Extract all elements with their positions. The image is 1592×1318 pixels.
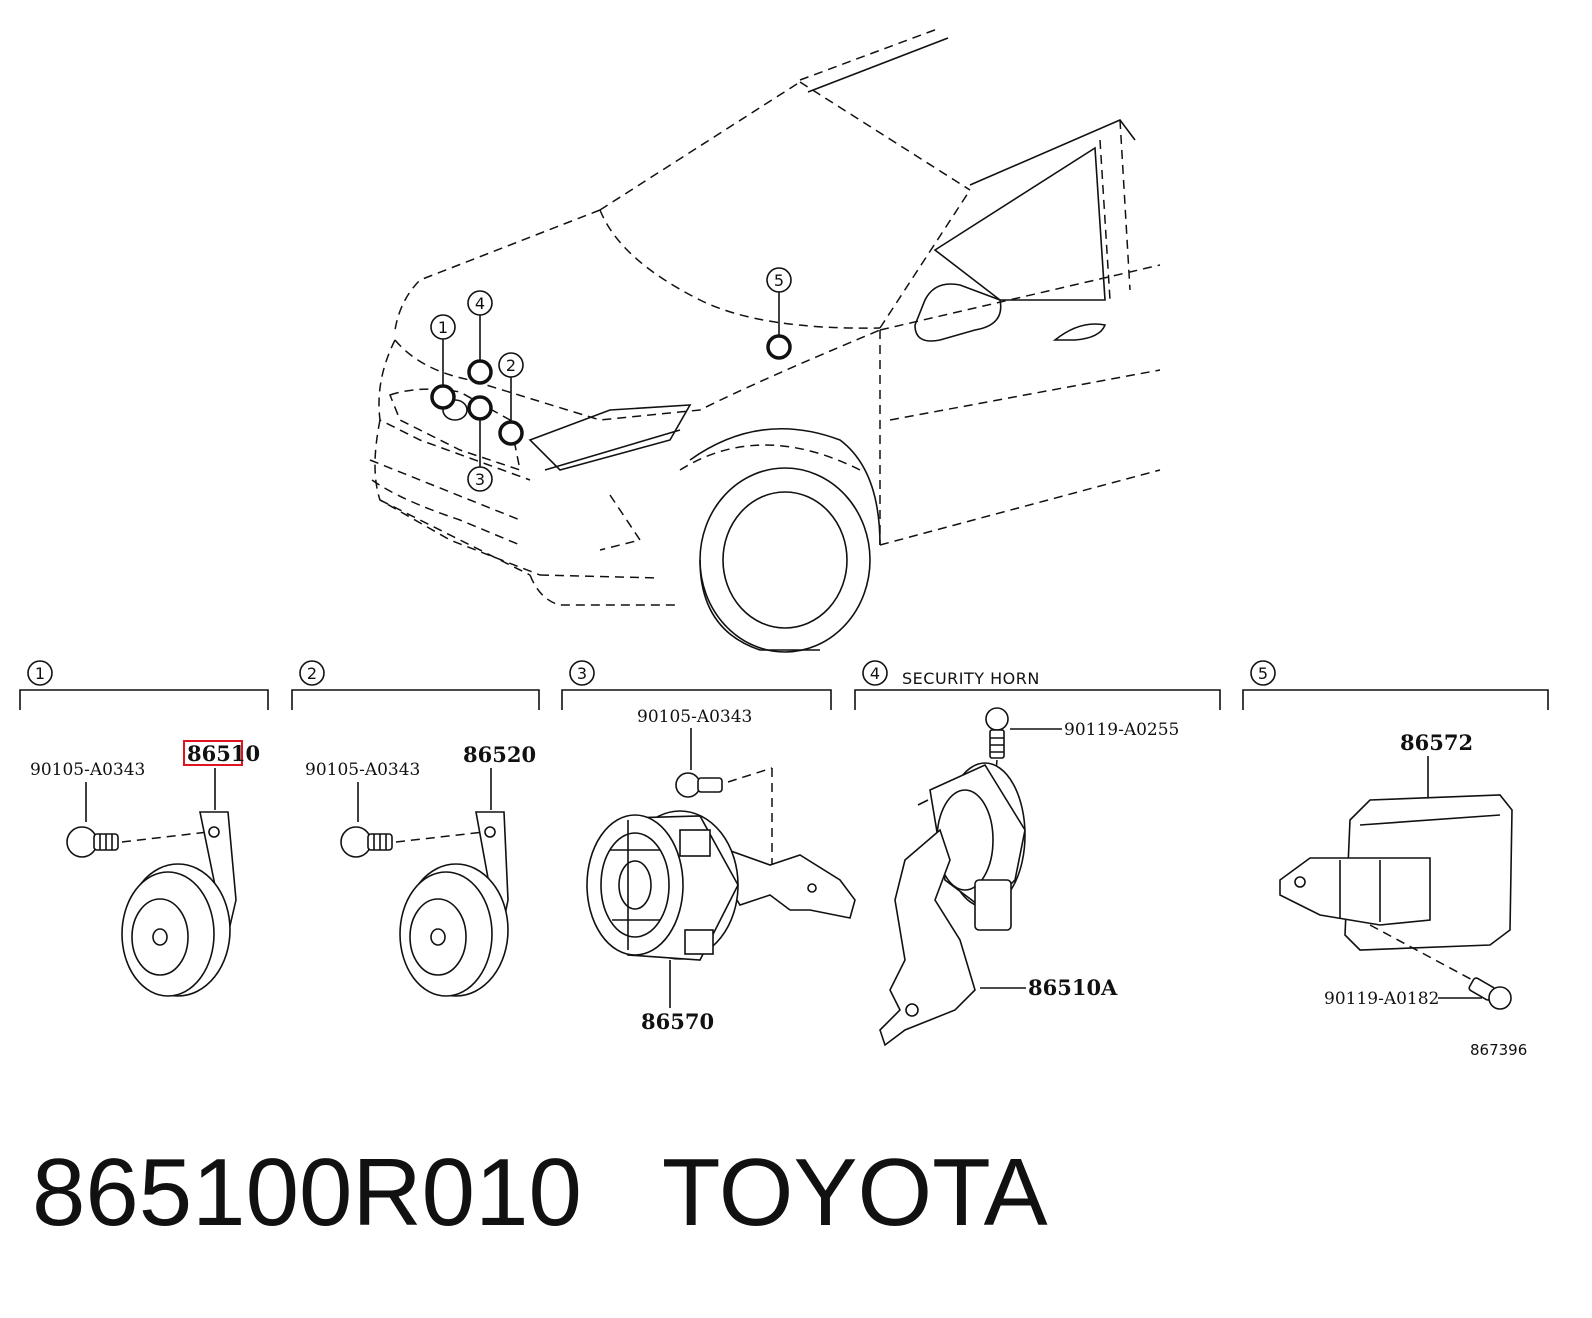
svg-text:2: 2 xyxy=(506,356,516,375)
svg-text:4: 4 xyxy=(870,664,880,683)
callout-5: 5 xyxy=(766,267,792,293)
vehicle-illustration: 1 4 2 3 5 xyxy=(369,27,1161,653)
callout-1: 1 xyxy=(430,314,456,340)
section-5-module-86572: 86572 90119-A0182 xyxy=(1279,730,1513,1010)
svg-text:1: 1 xyxy=(35,664,45,683)
bolt-label-90105-A0343: 90105-A0343 xyxy=(30,760,145,780)
section-2-header: 2 xyxy=(291,660,540,710)
bolt-label-90105-A0343-2: 90105-A0343 xyxy=(305,760,420,780)
section-5-header: 5 xyxy=(1242,660,1549,710)
horn-location-5-marker xyxy=(766,334,792,360)
horn-location-2-marker xyxy=(498,420,524,446)
callout-4: 4 xyxy=(467,290,493,316)
footer-part-title: 865100R010 TOYOTA xyxy=(32,1138,1048,1248)
part-label-86510A: 86510A xyxy=(1028,975,1118,1000)
horn-location-4-marker xyxy=(467,359,493,385)
svg-text:3: 3 xyxy=(475,470,485,489)
section-3-header: 3 xyxy=(561,660,832,710)
section-4-header: 4 SECURITY HORN xyxy=(854,660,1221,710)
part-label-86572: 86572 xyxy=(1400,730,1473,755)
diagram-reference-number: 867396 xyxy=(1470,1041,1527,1059)
horn-location-1-marker xyxy=(430,384,456,410)
svg-text:3: 3 xyxy=(577,664,587,683)
section-3-horn-86570: 90105-A0343 86570 xyxy=(586,707,856,1034)
svg-text:2: 2 xyxy=(307,664,317,683)
svg-text:4: 4 xyxy=(475,294,485,313)
bolt-label-90105-A0343-3: 90105-A0343 xyxy=(637,707,752,727)
part-label-86510: 86510 xyxy=(187,741,260,766)
section-1-header: 1 xyxy=(19,660,269,710)
svg-text:1: 1 xyxy=(438,318,448,337)
bolt-label-90119-A0255: 90119-A0255 xyxy=(1064,720,1179,740)
bolt-label-90119-A0182: 90119-A0182 xyxy=(1324,989,1439,1009)
section-2-horn-86520: 90105-A0343 86520 xyxy=(305,742,536,997)
section-1-horn-86510: 90105-A0343 86510 xyxy=(30,740,260,997)
security-horn-title: SECURITY HORN xyxy=(902,669,1040,688)
highlight-box xyxy=(183,740,243,766)
part-label-86520: 86520 xyxy=(463,742,536,767)
section-4-security-horn-86510A: 90119-A0255 86510A xyxy=(879,707,1179,1047)
horn-location-3-marker xyxy=(467,395,493,421)
part-label-86570: 86570 xyxy=(641,1009,714,1034)
svg-text:5: 5 xyxy=(774,271,784,290)
footer-brand: TOYOTA xyxy=(661,1139,1048,1246)
callout-3: 3 xyxy=(467,466,493,492)
footer-part-number: 865100R010 xyxy=(32,1139,582,1246)
callout-2: 2 xyxy=(498,352,524,378)
svg-text:5: 5 xyxy=(1258,664,1268,683)
